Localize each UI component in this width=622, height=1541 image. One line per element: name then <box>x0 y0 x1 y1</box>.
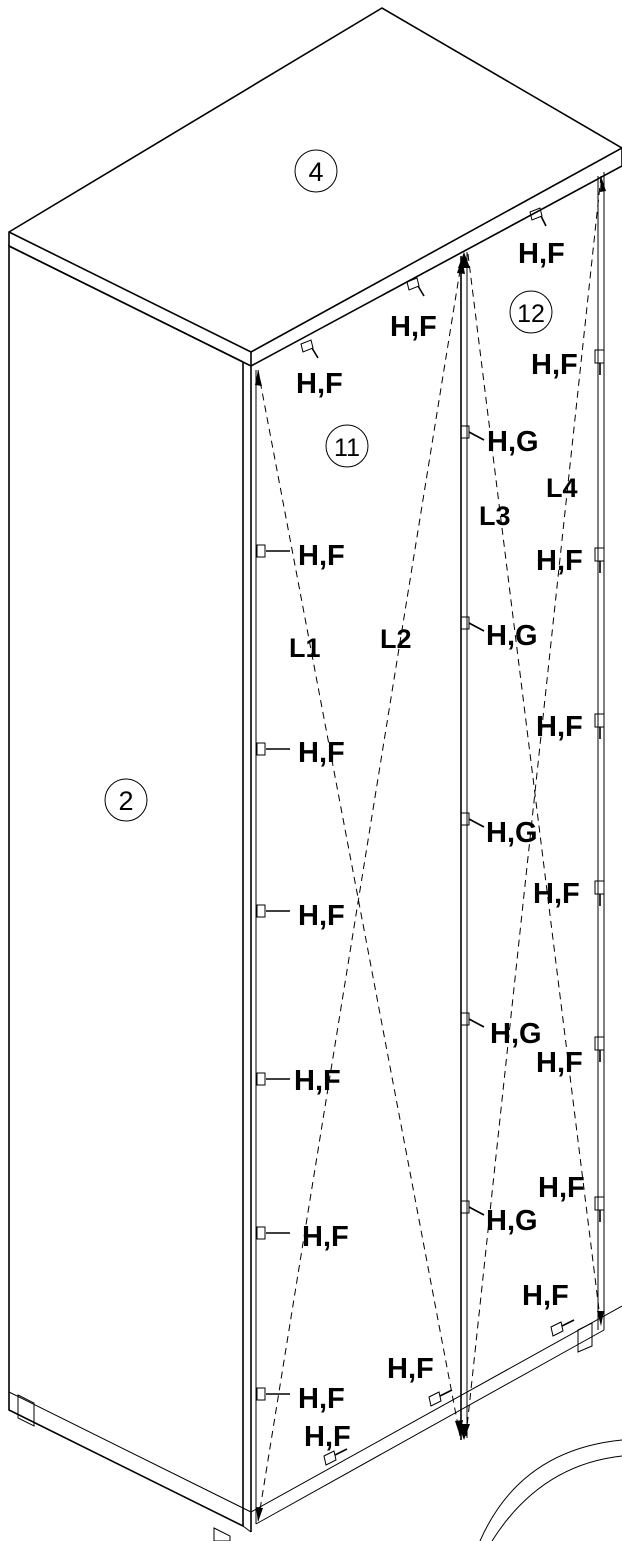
cabinet-body <box>8 7 622 1541</box>
arc-detail <box>479 1439 622 1541</box>
label-l3: L3 <box>479 501 511 531</box>
foot <box>213 1527 231 1541</box>
clip-icon <box>256 1387 290 1401</box>
fastener-label: H,F <box>536 545 583 577</box>
left-side-panel <box>8 244 244 1528</box>
part-number-back-left: 11 <box>334 434 360 462</box>
clip-icon <box>460 616 485 632</box>
label-l4: L4 <box>546 473 578 503</box>
clip-icon <box>460 425 485 441</box>
fastener-label: H,F <box>522 1280 569 1312</box>
diagonal-l4-line <box>465 175 602 1437</box>
fastener-label: H,F <box>296 368 343 400</box>
label-l1: L1 <box>289 633 321 663</box>
diagonal-l1-line <box>257 369 461 1437</box>
hf-labels: H,F H,F H,F H,F H,F H,F H,F H,F H,F H,F … <box>294 238 585 1453</box>
fastener-marks <box>256 207 605 1466</box>
fastener-label: H,F <box>304 1421 351 1453</box>
fastener-label: H,F <box>298 737 345 769</box>
fastener-label: H,F <box>531 349 578 381</box>
clip-icon <box>323 1448 348 1466</box>
part-number-left-side: 2 <box>118 786 133 816</box>
label-l2: L2 <box>380 624 412 654</box>
fastener-label: H,F <box>538 1172 585 1204</box>
clip-icon <box>256 742 290 756</box>
fastener-label: H,F <box>298 900 345 932</box>
clip-icon <box>594 349 605 375</box>
diagonal-labels: L1 L2 L3 L4 <box>289 473 578 663</box>
clip-icon <box>460 1012 485 1028</box>
diagonal-l3-line <box>467 253 602 1327</box>
fastener-label: H,F <box>294 1065 341 1097</box>
part-callouts: 4 2 11 12 <box>104 149 553 822</box>
fastener-label: H,F <box>387 1353 434 1385</box>
clip-icon <box>594 1196 605 1222</box>
clip-icon <box>406 277 425 297</box>
clip-icon <box>460 1200 485 1216</box>
clip-icon <box>256 1072 290 1086</box>
foot <box>17 1394 35 1427</box>
clip-icon <box>594 713 605 739</box>
fastener-label: H,F <box>536 711 583 743</box>
clip-icon <box>594 547 605 573</box>
clip-icon <box>594 1036 605 1062</box>
diagonal-l2-line <box>257 257 463 1523</box>
fastener-label: H,F <box>518 238 565 270</box>
clip-icon <box>256 904 290 918</box>
fastener-label: H,F <box>536 1047 583 1079</box>
fastener-label: H,F <box>302 1221 349 1253</box>
fastener-label: H,G <box>490 1018 542 1050</box>
clip-icon <box>300 339 319 359</box>
fastener-label: H,G <box>487 426 539 458</box>
part-number-top: 4 <box>308 157 323 187</box>
fastener-label: H,G <box>486 620 538 652</box>
clip-icon <box>428 1389 453 1407</box>
clip-icon <box>550 1319 575 1337</box>
part-number-back-right: 12 <box>517 300 545 328</box>
fastener-label: H,F <box>298 1383 345 1415</box>
fastener-label: H,G <box>486 817 538 849</box>
fastener-label: H,G <box>486 1205 538 1237</box>
clip-icon <box>256 544 290 558</box>
clip-icon <box>256 1226 290 1240</box>
clip-icon <box>594 880 605 906</box>
fastener-label: H,F <box>390 311 437 343</box>
diagonal-measurements <box>255 175 606 1523</box>
fastener-label: H,F <box>533 878 580 910</box>
fastener-label: H,F <box>298 540 345 572</box>
plinth <box>8 1305 622 1513</box>
clip-icon <box>460 812 485 828</box>
clip-icon <box>529 207 547 227</box>
hg-labels: H,G H,G H,G H,G H,G <box>486 426 542 1237</box>
